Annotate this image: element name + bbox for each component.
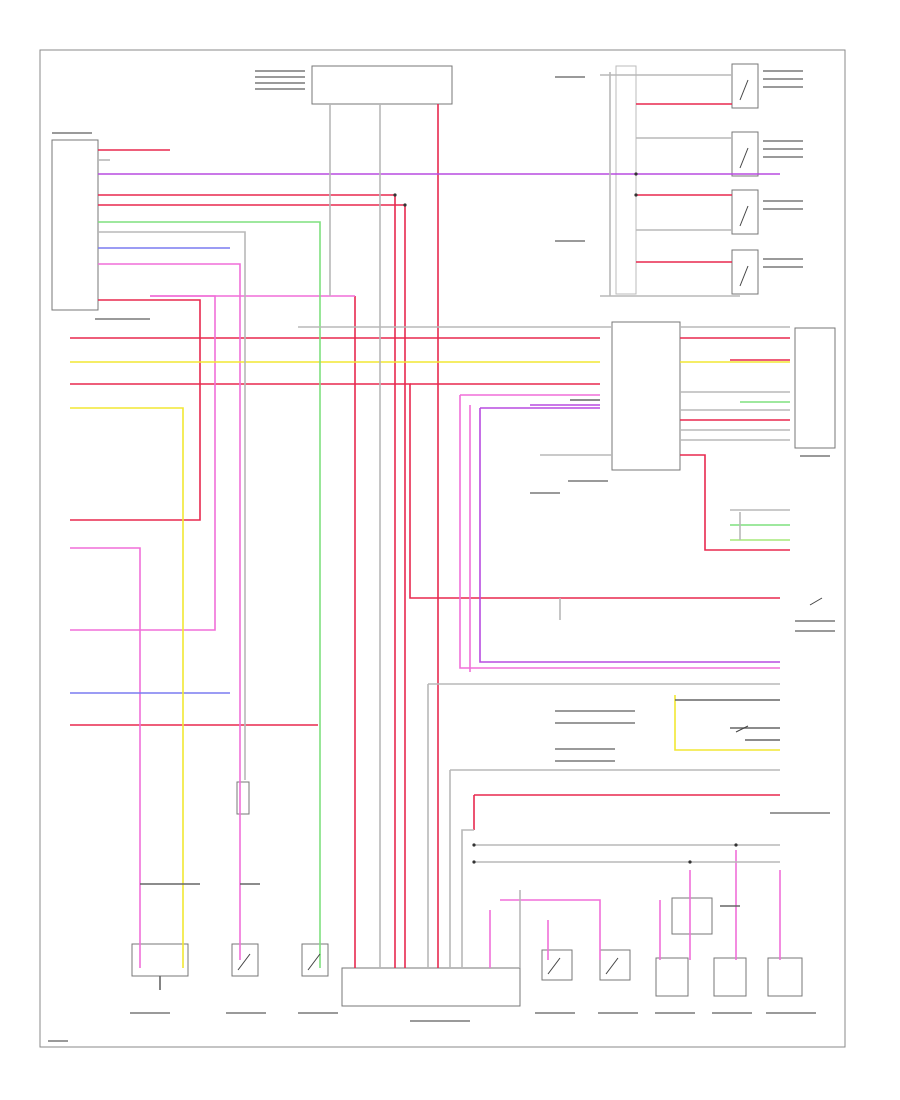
green-wires <box>98 221 790 968</box>
central-control-module <box>611 321 681 471</box>
switch-bottom-3 <box>541 949 573 981</box>
bottom-control-module <box>341 967 521 1007</box>
junction-dot <box>734 843 738 847</box>
junction-dot <box>634 172 638 176</box>
junction-dots <box>393 172 738 864</box>
yellow-wires <box>70 361 790 968</box>
components <box>51 63 836 1007</box>
violet-wires <box>98 173 780 663</box>
junction-dot <box>472 860 476 864</box>
relay-left-vertical <box>236 781 250 815</box>
pink-wires <box>70 263 781 968</box>
left-control-module <box>51 139 99 311</box>
junction-dot <box>472 843 476 847</box>
switch-group-frame <box>615 65 637 295</box>
switch-symbols <box>237 79 823 975</box>
red-wires <box>70 103 790 968</box>
diagram-frame <box>39 49 846 1048</box>
sensor-bottom-7 <box>767 957 803 997</box>
junction-dot <box>688 860 692 864</box>
junction-block-top <box>311 65 453 105</box>
door-switch-2 <box>731 131 759 177</box>
fuel-sender-unit <box>131 943 189 977</box>
dark-wires <box>140 399 780 990</box>
door-switch-4 <box>731 249 759 295</box>
relay-mid <box>671 897 713 935</box>
junction-dot <box>403 203 407 207</box>
right-connector-block <box>794 327 836 449</box>
gray-wires <box>98 72 790 968</box>
sensor-bottom-5 <box>655 957 689 997</box>
sensor-bottom-6 <box>713 957 747 997</box>
junction-dot <box>634 193 638 197</box>
label-marks <box>48 70 835 1042</box>
blue-wires <box>70 247 230 694</box>
door-switch-1 <box>731 63 759 109</box>
junction-dot <box>393 193 397 197</box>
door-switch-3 <box>731 189 759 235</box>
switch-bottom-4 <box>599 949 631 981</box>
